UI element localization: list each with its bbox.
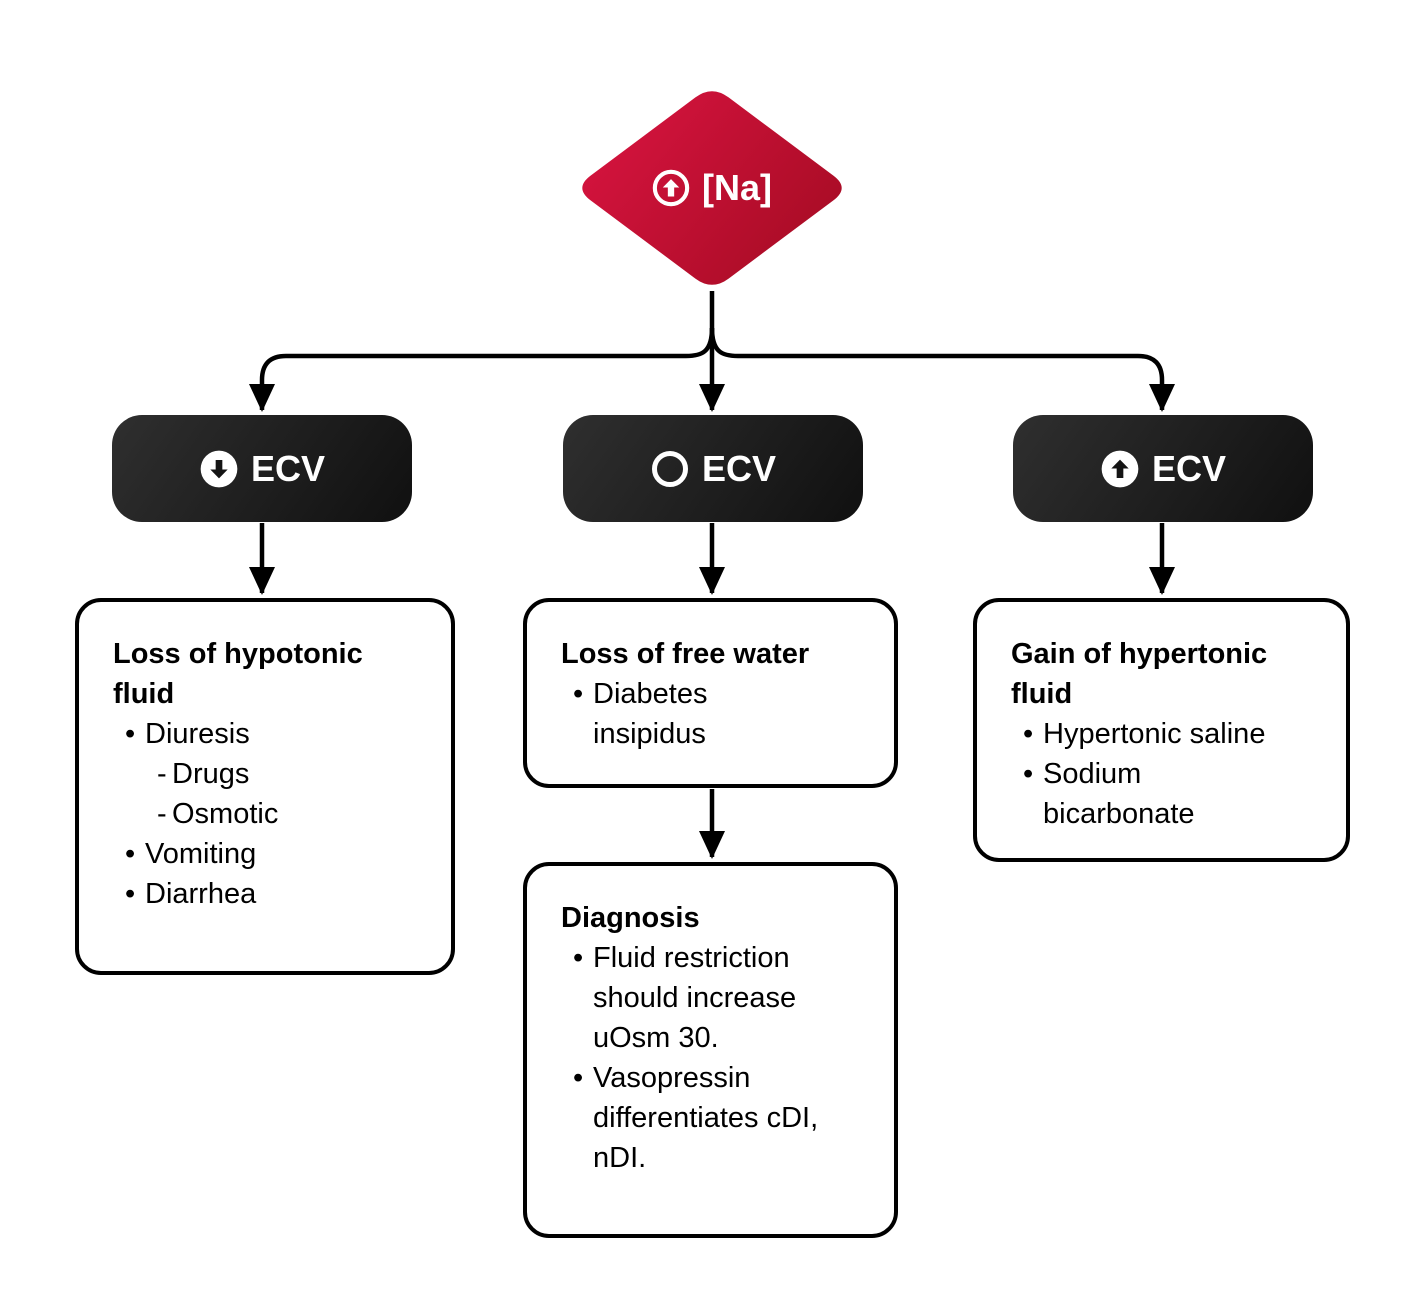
card-list: Diabetes insipidus [561, 674, 866, 754]
card-title: Loss of free water [561, 638, 810, 670]
arrow-down-circle-icon [200, 450, 238, 487]
card-list: Fluid restriction should increase uOsm 3… [561, 938, 866, 1178]
card-loss-of-free-water: Loss of free water Diabetes insipidus [523, 598, 898, 788]
card-list: Hypertonic saline Sodium bicarbonate [1011, 714, 1318, 834]
list-item: Diabetes insipidus [573, 674, 793, 754]
list-item: Drugs [157, 754, 423, 794]
list-item: Diuresis [125, 714, 423, 754]
card-loss-of-hypotonic-fluid: Loss of hypotonic fluid Diuresis Drugs O… [75, 598, 455, 975]
root-node-high-na: [Na] [574, 85, 850, 291]
root-node-label: [Na] [702, 167, 772, 208]
list-item: Diarrhea [125, 874, 423, 914]
card-title: Loss of hypotonic fluid [113, 638, 363, 710]
connector-root-to-low-ecv [249, 327, 715, 412]
node-label: ECV [701, 447, 777, 489]
arrow-up-circle-icon [1101, 450, 1139, 487]
circle-outline-icon [651, 450, 688, 487]
node-low-ecv: ECV [112, 415, 412, 522]
list-item: Vasopressin differentiates cDI, nDI. [573, 1058, 866, 1178]
list-item: Fluid restriction should increase uOsm 3… [573, 938, 866, 1058]
node-label: ECV [250, 447, 326, 489]
connector-root-to-high-ecv [709, 327, 1175, 412]
card-title: Diagnosis [561, 902, 700, 934]
list-item: Vomiting [125, 834, 423, 874]
list-item: Hypertonic saline [1023, 714, 1318, 754]
node-high-ecv: ECV [1013, 415, 1313, 522]
diamond-shape [582, 91, 842, 285]
list-item: Osmotic [157, 794, 423, 834]
card-title: Gain of hypertonic fluid [1011, 638, 1268, 710]
card-gain-of-hypertonic-fluid: Gain of hypertonic fluid Hypertonic sali… [973, 598, 1350, 862]
card-diagnosis: Diagnosis Fluid restriction should incre… [523, 862, 898, 1238]
list-item: Sodium bicarbonate [1023, 754, 1243, 834]
node-normal-ecv: ECV [563, 415, 863, 522]
arrow-up-circle-outline-icon [652, 169, 690, 207]
node-label: ECV [1151, 447, 1227, 489]
card-list: Diuresis Drugs Osmotic Vomiting Diarrhea [113, 714, 423, 914]
